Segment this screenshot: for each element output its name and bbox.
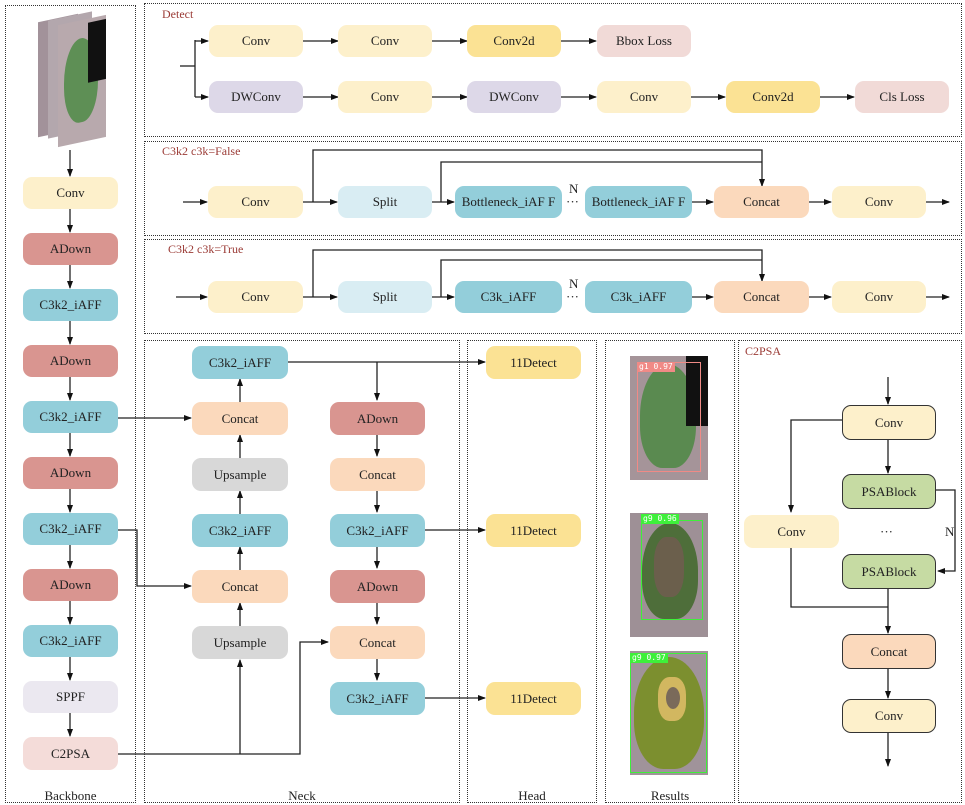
- c2psa-repeat-label: N: [945, 524, 955, 539]
- c3k2t-concat: Concat: [714, 281, 809, 313]
- neck-right-c3k2-2: C3k2_iAFF: [330, 682, 425, 715]
- c3k2-false-panel: [144, 141, 962, 236]
- c3k2t-repeat-label: N: [569, 276, 579, 291]
- c3k2f-repeat-label: N: [569, 181, 579, 196]
- c2psa-ellipsis: ···: [880, 524, 893, 539]
- detect-cls-loss: Cls Loss: [855, 81, 949, 113]
- c3k2t-ellipsis: ···: [566, 289, 579, 304]
- backbone-c3k2-1: C3k2_iAFF: [23, 289, 118, 321]
- detect-conv-3: Conv: [338, 81, 432, 113]
- c3k2t-c3k-2: C3k_iAFF: [585, 281, 692, 313]
- bbox-1: [637, 362, 701, 472]
- c3k2t-c3k-1: C3k_iAFF: [455, 281, 562, 313]
- backbone-sppf: SPPF: [23, 681, 118, 713]
- detect-dwconv-2: DWConv: [467, 81, 561, 113]
- neck-left-concat-2: Concat: [192, 570, 288, 603]
- neck-right-c3k2-1: C3k2_iAFF: [330, 514, 425, 547]
- head-detect-3: 11Detect: [486, 682, 581, 715]
- detect-conv2d-1: Conv2d: [467, 25, 561, 57]
- c3k2f-ellipsis: ···: [566, 194, 579, 209]
- result-image-3: g9 0.97: [630, 651, 708, 775]
- backbone-c3k2-2: C3k2_iAFF: [23, 401, 118, 433]
- bbox-3: [630, 653, 707, 773]
- c3k2f-conv-in: Conv: [208, 186, 303, 218]
- backbone-c3k2-3: C3k2_iAFF: [23, 513, 118, 545]
- bbox-2: [641, 520, 703, 620]
- backbone-c3k2-4: C3k2_iAFF: [23, 625, 118, 657]
- c3k2f-split: Split: [338, 186, 432, 218]
- c3k2f-conv-out: Conv: [832, 186, 926, 218]
- c3k2t-conv-in: Conv: [208, 281, 303, 313]
- detection-label-3: g9 0.97: [630, 653, 668, 663]
- backbone-panel: [5, 5, 136, 803]
- detection-label-1: g1 0.97: [637, 362, 675, 372]
- neck-left-c3k2-top: C3k2_iAFF: [192, 346, 288, 379]
- detect-panel: [144, 3, 962, 137]
- c3k2f-concat: Concat: [714, 186, 809, 218]
- c3k2-false-title: C3k2 c3k=False: [162, 144, 241, 158]
- c3k2t-conv-out: Conv: [832, 281, 926, 313]
- c3k2f-bottleneck-2: Bottleneck_iAF F: [585, 186, 692, 218]
- neck-left-upsample-2: Upsample: [192, 626, 288, 659]
- neck-left-c3k2-mid: C3k2_iAFF: [192, 514, 288, 547]
- c2psa-psablock-2: PSABlock: [842, 554, 936, 589]
- detect-bbox-loss: Bbox Loss: [597, 25, 691, 57]
- detect-dwconv-1: DWConv: [209, 81, 303, 113]
- c2psa-title: C2PSA: [745, 344, 782, 358]
- detection-label-2: g9 0.96: [641, 514, 679, 524]
- neck-left-upsample-1: Upsample: [192, 458, 288, 491]
- c3k2-true-panel: [144, 239, 962, 334]
- backbone-c2psa: C2PSA: [23, 737, 118, 770]
- results-label: Results: [650, 788, 690, 803]
- c3k2t-split: Split: [338, 281, 432, 313]
- detect-conv-4: Conv: [597, 81, 691, 113]
- result-image-2: g9 0.96: [630, 513, 708, 637]
- c2psa-conv-in: Conv: [842, 405, 936, 440]
- detect-conv-1: Conv: [209, 25, 303, 57]
- results-panel: [605, 340, 735, 803]
- detect-conv2d-2: Conv2d: [726, 81, 820, 113]
- backbone-conv: Conv: [23, 177, 118, 209]
- c3k2f-bottleneck-1: Bottleneck_iAF F: [455, 186, 562, 218]
- neck-label: Neck: [288, 788, 316, 803]
- backbone-adown-2: ADown: [23, 345, 118, 377]
- neck-right-concat-1: Concat: [330, 458, 425, 491]
- result-image-1: g1 0.97: [630, 356, 708, 480]
- detect-conv-2: Conv: [338, 25, 432, 57]
- head-detect-2: 11Detect: [486, 514, 581, 547]
- head-detect-1: 11Detect: [486, 346, 581, 379]
- neck-left-concat-1: Concat: [192, 402, 288, 435]
- neck-right-adown-2: ADown: [330, 570, 425, 603]
- c2psa-psablock-1: PSABlock: [842, 474, 936, 509]
- head-panel: [467, 340, 597, 803]
- c2psa-conv-side: Conv: [744, 515, 839, 548]
- neck-right-concat-2: Concat: [330, 626, 425, 659]
- c2psa-panel: [738, 340, 962, 803]
- backbone-label: Backbone: [44, 788, 97, 803]
- detect-title: Detect: [162, 7, 194, 21]
- c2psa-concat: Concat: [842, 634, 936, 669]
- c2psa-conv-out: Conv: [842, 699, 936, 733]
- backbone-adown-3: ADown: [23, 457, 118, 489]
- input-image-stack: [38, 8, 106, 148]
- c3k2-true-title: C3k2 c3k=True: [168, 242, 244, 256]
- head-label: Head: [518, 788, 546, 803]
- neck-right-adown-1: ADown: [330, 402, 425, 435]
- backbone-adown-1: ADown: [23, 233, 118, 265]
- backbone-adown-4: ADown: [23, 569, 118, 601]
